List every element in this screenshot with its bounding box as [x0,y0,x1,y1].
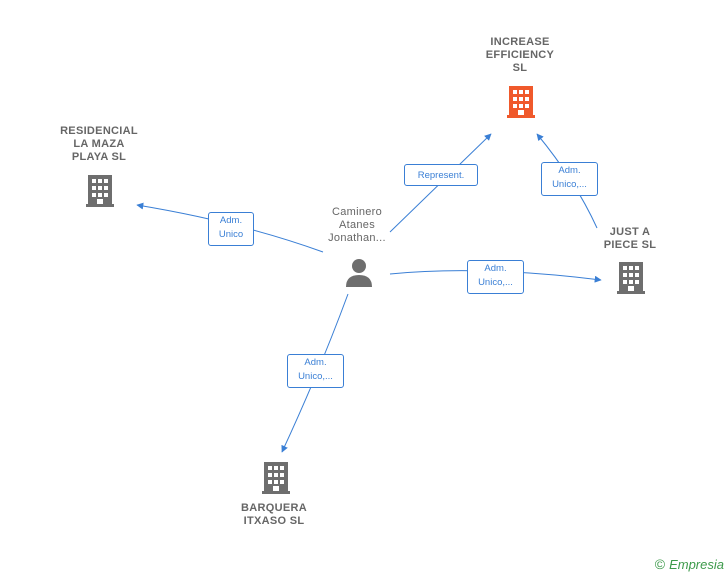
person-icon[interactable] [346,259,372,287]
footer: © Empresia [655,556,724,572]
node-label-residencial-la-maza[interactable]: RESIDENCIAL LA MAZA PLAYA SL [60,125,138,163]
node-label-increase-efficiency[interactable]: INCREASE EFFICIENCY SL [485,36,555,74]
node-label-just-a-piece[interactable]: JUST A PIECE SL [603,226,657,251]
node-label-barquera-itxaso[interactable]: BARQUERA ITXASO SL [241,502,307,527]
building-icon[interactable] [617,262,645,294]
edge-label-adm-residencial: Adm. Unico [208,212,254,246]
brand-logo-text[interactable]: Empresia [669,556,724,572]
edge-label-adm-increase: Adm. Unico,... [541,162,598,196]
edge-label-represent: Represent. [404,164,478,186]
building-icon[interactable] [262,462,290,494]
edge-label-adm-justapiece: Adm. Unico,... [467,260,524,294]
building-icon[interactable] [507,86,535,118]
building-icon[interactable] [86,175,114,207]
edge-label-adm-barquera: Adm. Unico,... [287,354,344,388]
node-label-person[interactable]: Caminero Atanes Jonathan... [328,206,386,244]
copyright-symbol: © [654,556,666,572]
